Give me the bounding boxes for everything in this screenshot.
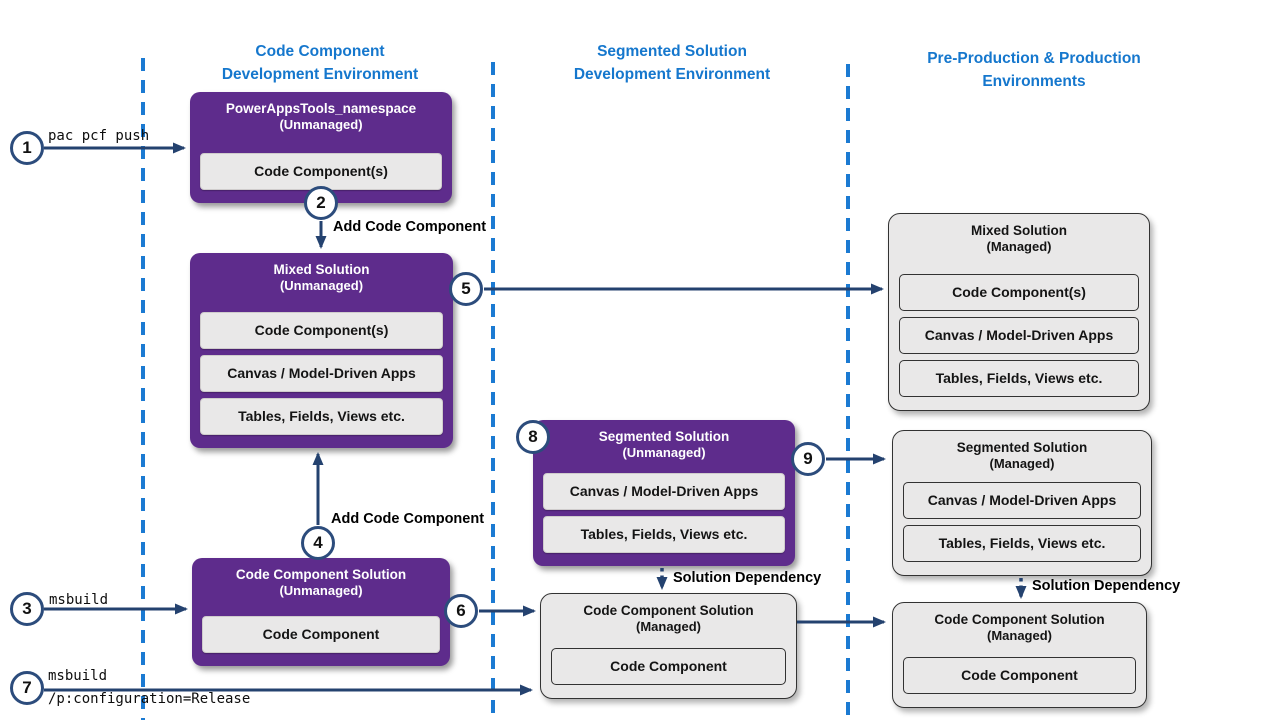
command-label-msbuild: msbuild [49, 592, 109, 608]
env-header-line1: Code Component [255, 43, 385, 60]
box-subtitle: (Managed) [636, 619, 701, 634]
mixed-solution-unmanaged-box: Mixed Solution (Unmanaged) Code Componen… [190, 253, 453, 448]
add-code-component-label-bottom: Add Code Component [331, 511, 485, 527]
box-title: Segmented Solution [598, 429, 730, 444]
step-4-badge: 4 [301, 526, 335, 560]
solution-item: Code Component(s) [899, 274, 1139, 311]
box-subtitle: (Managed) [987, 628, 1052, 643]
solution-item: Tables, Fields, Views etc. [903, 525, 1141, 562]
solution-item: Code Component [202, 616, 440, 653]
solution-item: Canvas / Model-Driven Apps [899, 317, 1139, 354]
step-6-badge: 6 [444, 594, 478, 628]
solution-item: Tables, Fields, Views etc. [543, 516, 785, 553]
mixed-solution-managed-box: Mixed Solution (Managed) Code Component(… [888, 213, 1150, 411]
solution-item: Code Component [551, 648, 786, 685]
env-header-segmented-dev: Segmented Solution Development Environme… [502, 40, 842, 86]
step-2-badge: 2 [304, 186, 338, 220]
step-5-badge: 5 [449, 272, 483, 306]
box-subtitle: (Unmanaged) [622, 445, 706, 460]
add-code-component-label-top: Add Code Component [333, 219, 487, 235]
command-label-msbuild-release-line1: msbuild [48, 668, 108, 684]
box-title: Code Component Solution [235, 567, 407, 582]
box-title: Code Component Solution [934, 612, 1105, 627]
env-header-line2: Development Environment [221, 66, 419, 83]
command-label-msbuild-release-line2: /p:configuration=Release [48, 691, 251, 707]
step-7-badge: 7 [10, 671, 44, 705]
solution-item: Canvas / Model-Driven Apps [543, 473, 785, 510]
step-1-badge: 1 [10, 131, 44, 165]
code-component-solution-managed-right-box: Code Component Solution (Managed) Code C… [892, 602, 1147, 708]
box-subtitle: (Unmanaged) [279, 278, 364, 293]
box-title: Segmented Solution [956, 440, 1088, 455]
solution-item: Tables, Fields, Views etc. [200, 398, 443, 435]
box-title: Mixed Solution [971, 223, 1067, 238]
env-header-line1: Segmented Solution [597, 43, 747, 60]
step-8-badge: 8 [516, 420, 550, 454]
solution-dependency-label-mid: Solution Dependency [673, 570, 822, 586]
env-header-line1: Pre-Production & Production [927, 50, 1141, 67]
solution-item: Code Component(s) [200, 312, 443, 349]
code-component-solution-unmanaged-box: Code Component Solution (Unmanaged) Code… [192, 558, 450, 666]
step-3-badge: 3 [10, 592, 44, 626]
box-subtitle: (Managed) [986, 239, 1052, 254]
solution-item: Canvas / Model-Driven Apps [200, 355, 443, 392]
env-header-line2: Development Environment [573, 66, 771, 83]
command-label-pac-pcf-push: pac pcf push [48, 128, 150, 144]
env-header-code-component-dev: Code Component Development Environment [150, 40, 490, 86]
box-subtitle: (Unmanaged) [279, 117, 363, 132]
solution-item: Code Component [903, 657, 1136, 694]
env-header-preprod-prod: Pre-Production & Production Environments [864, 47, 1204, 93]
solution-item: Canvas / Model-Driven Apps [903, 482, 1141, 519]
solution-dependency-label-right: Solution Dependency [1032, 578, 1181, 594]
solution-item: Tables, Fields, Views etc. [899, 360, 1139, 397]
env-header-line2: Environments [982, 73, 1086, 90]
code-component-solution-managed-mid-box: Code Component Solution (Managed) Code C… [540, 593, 797, 699]
box-title: PowerAppsTools_namespace [225, 101, 417, 116]
step-9-badge: 9 [791, 442, 825, 476]
segmented-solution-unmanaged-box: Segmented Solution (Unmanaged) Canvas / … [533, 420, 795, 566]
box-subtitle: (Managed) [989, 456, 1055, 471]
box-title: Code Component Solution [583, 603, 754, 618]
segmented-solution-managed-box: Segmented Solution (Managed) Canvas / Mo… [892, 430, 1152, 576]
box-subtitle: (Unmanaged) [279, 583, 363, 598]
box-title: Mixed Solution [273, 262, 370, 277]
solution-item: Code Component(s) [200, 153, 442, 190]
